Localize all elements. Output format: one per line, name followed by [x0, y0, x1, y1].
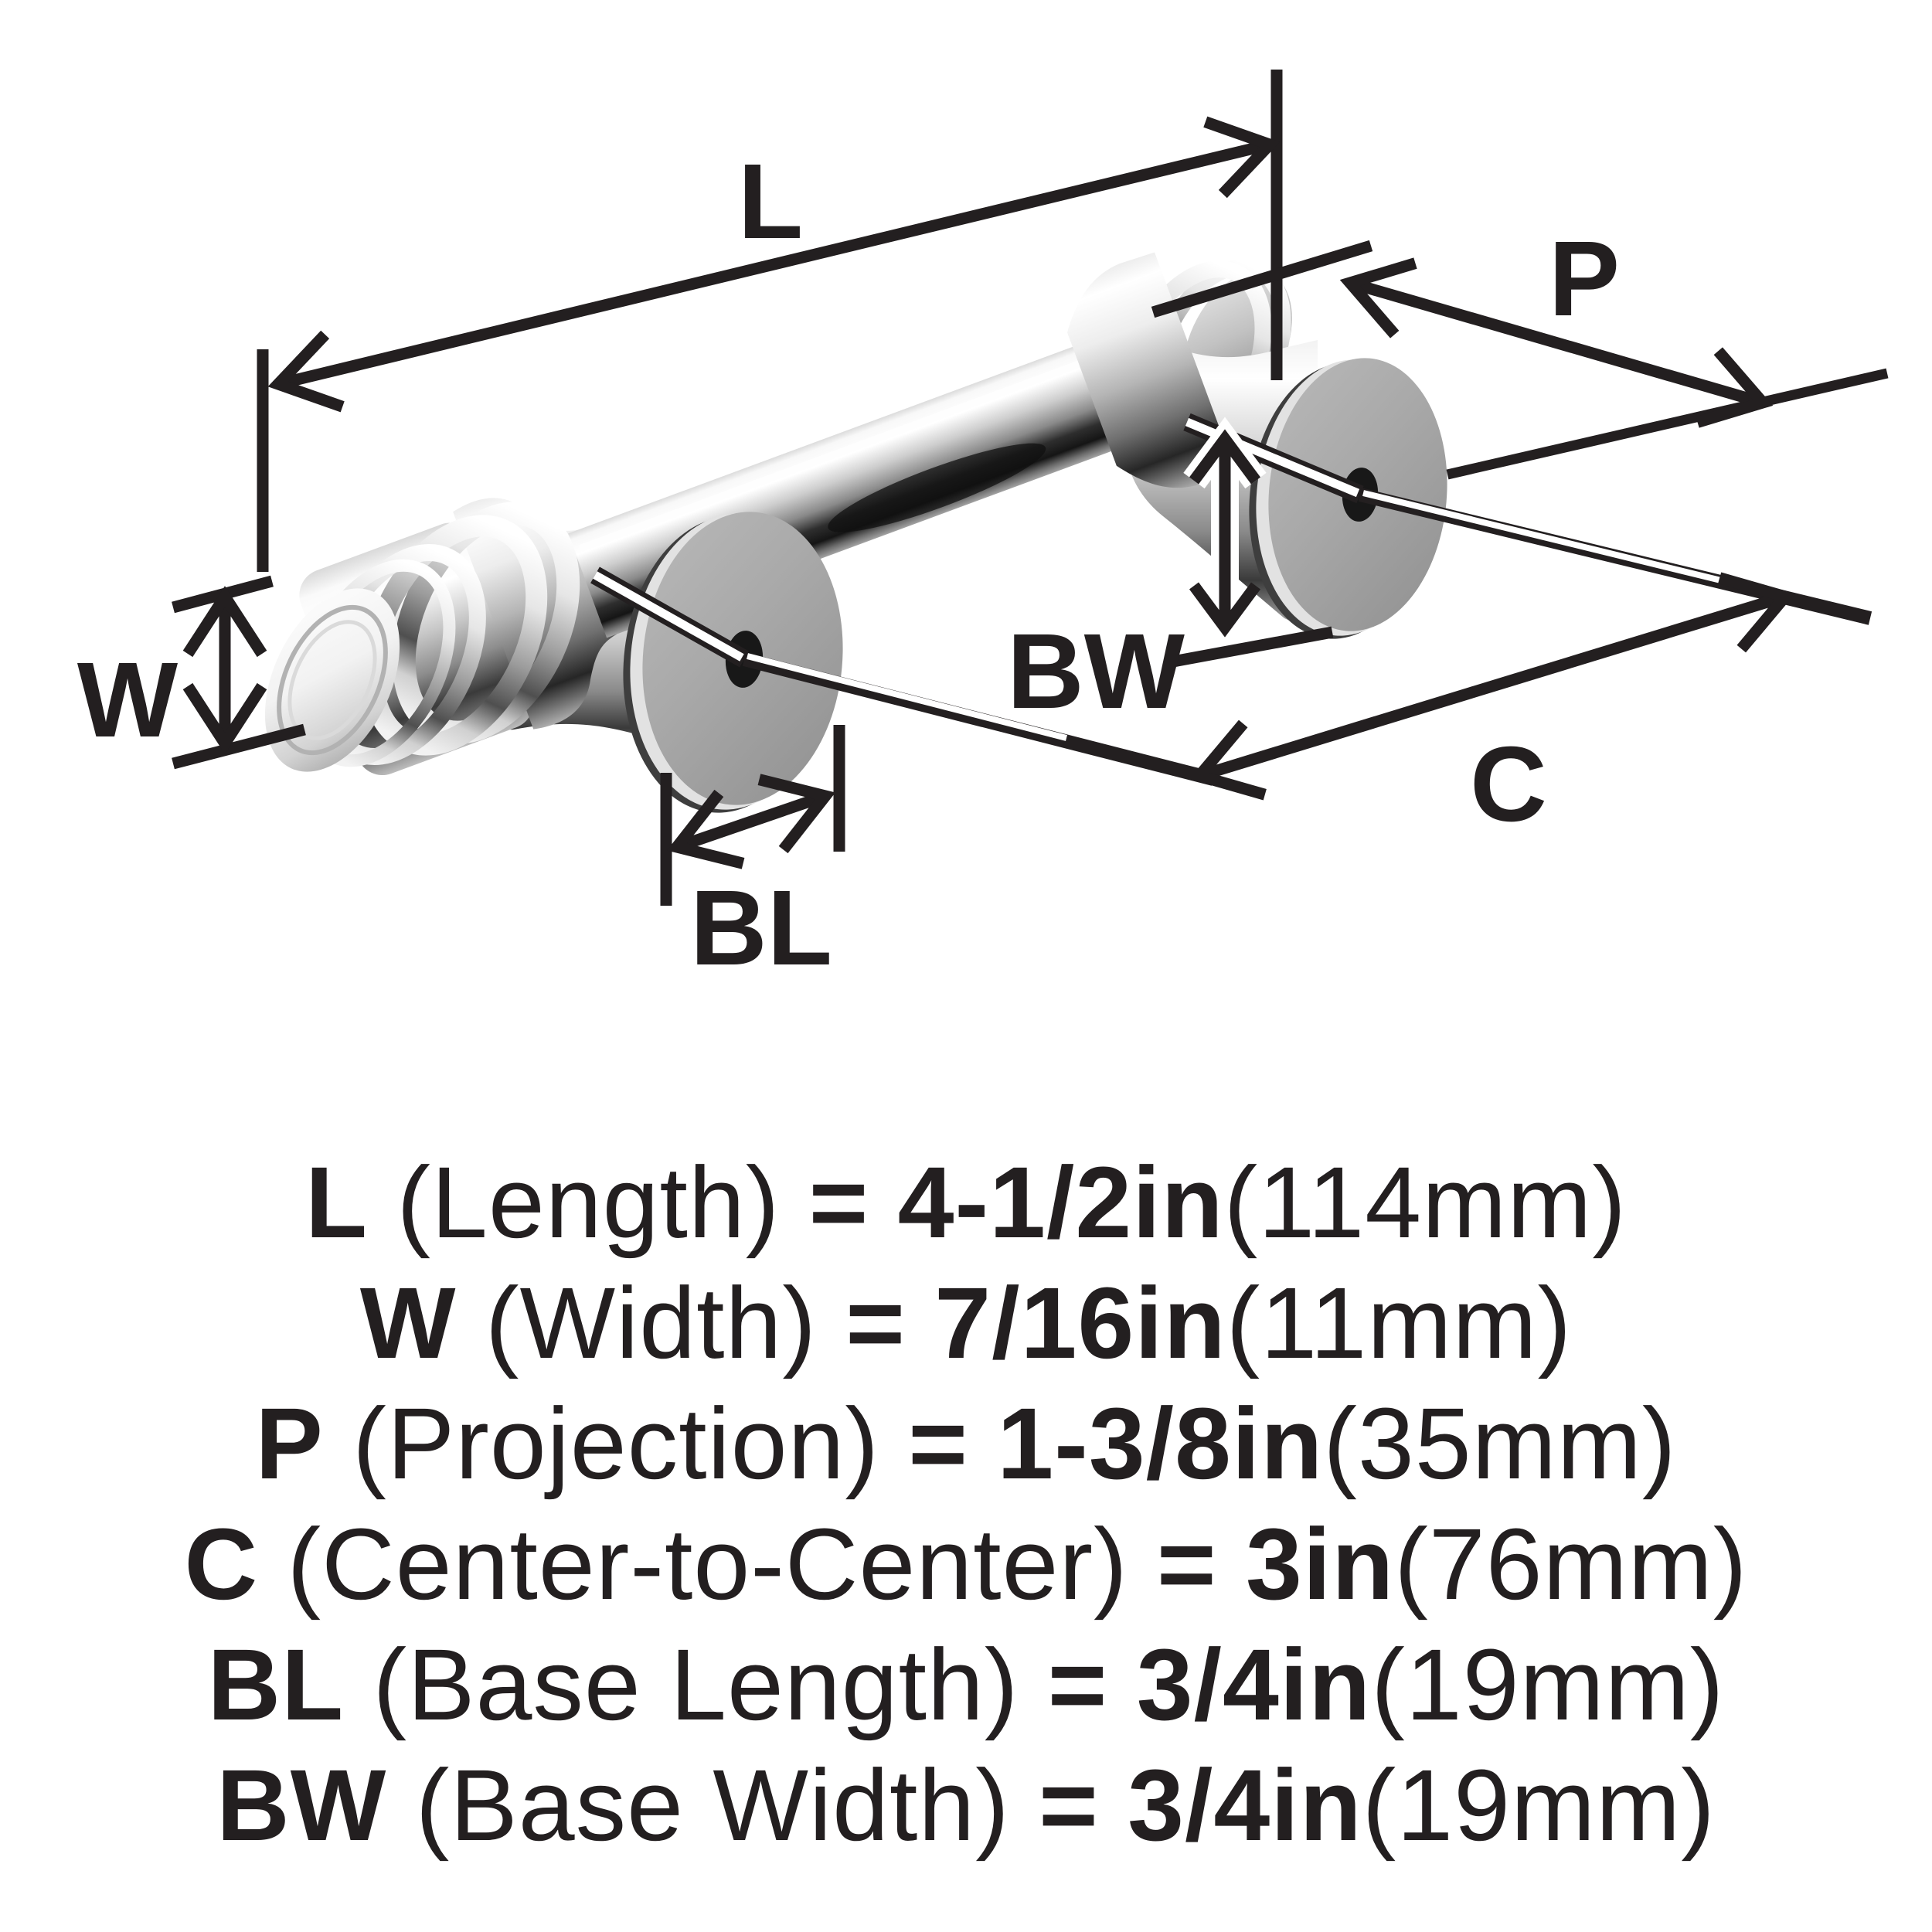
legend-value: = 1-3/8in: [908, 1386, 1324, 1500]
legend-symbol: C: [184, 1507, 259, 1621]
legend-name: (Base Length): [344, 1628, 1048, 1741]
legend-value: = 3in: [1157, 1507, 1395, 1621]
legend-row-projection: P (Projection) = 1-3/8in(35mm): [0, 1383, 1932, 1504]
legend-row-center-to-center: C (Center-to-Center) = 3in(76mm): [0, 1504, 1932, 1624]
dimension-legend: L (Length) = 4-1/2in(114mm) W (Width) = …: [0, 1142, 1932, 1866]
legend-symbol: BW: [216, 1748, 387, 1862]
legend-row-width: W (Width) = 7/16in(11mm): [0, 1263, 1932, 1383]
legend-metric: (35mm): [1323, 1386, 1677, 1500]
callout-W: W: [77, 641, 179, 760]
legend-metric: (19mm): [1371, 1628, 1725, 1741]
BW-bottom-chevron: [1189, 582, 1261, 638]
legend-row-base-width: BW (Base Width) = 3/4in(19mm): [0, 1745, 1932, 1866]
dimension-W: [172, 575, 306, 770]
legend-metric: (114mm): [1223, 1145, 1627, 1259]
legend-value: = 4-1/2in: [808, 1145, 1224, 1259]
callout-BW: BW: [1007, 612, 1185, 731]
legend-name: (Base Width): [386, 1748, 1039, 1862]
callout-BL: BL: [690, 869, 832, 988]
BW-tick-bottom: [1172, 626, 1334, 668]
dimension-BL: [660, 725, 845, 906]
dimension-C: [1189, 572, 1796, 801]
legend-metric: (76mm): [1394, 1507, 1748, 1621]
C-dimension-line: [1189, 572, 1796, 801]
legend-value: = 7/16in: [845, 1266, 1226, 1379]
legend-name: (Center-to-Center): [258, 1507, 1158, 1621]
BL-dimension-line: [666, 774, 836, 869]
legend-name: (Length): [368, 1145, 809, 1259]
legend-metric: (11mm): [1226, 1266, 1573, 1379]
P-tick: [1151, 240, 1373, 318]
legend-value: = 3/4in: [1039, 1748, 1362, 1862]
legend-symbol: L: [305, 1145, 369, 1259]
L-dimension-line: [267, 116, 1281, 413]
legend-name: (Width): [456, 1266, 846, 1379]
dimension-L: [257, 70, 1283, 572]
BW-top-chevron: [1189, 429, 1261, 485]
projection-witness-line: [1446, 368, 1889, 480]
dimension-annotations: [172, 70, 1796, 906]
dimension-BW: [1172, 417, 1334, 668]
callout-C: C: [1470, 725, 1547, 844]
dimension-P: [1151, 240, 1774, 428]
legend-row-base-length: BL (Base Length) = 3/4in(19mm): [0, 1624, 1932, 1745]
legend-metric: (19mm): [1362, 1748, 1716, 1862]
legend-value: = 3/4in: [1047, 1628, 1372, 1741]
callout-P: P: [1549, 219, 1620, 338]
legend-name: (Projection): [323, 1386, 909, 1500]
bar-dark-reflection: [828, 443, 1046, 532]
legend-symbol: W: [359, 1266, 457, 1379]
legend-row-length: L (Length) = 4-1/2in(114mm): [0, 1142, 1932, 1263]
legend-symbol: BL: [207, 1628, 345, 1741]
left-axis-extension: [742, 652, 1216, 786]
P-dimension-line: [1339, 257, 1774, 428]
legend-symbol: P: [255, 1386, 324, 1500]
callout-L: L: [738, 142, 803, 261]
